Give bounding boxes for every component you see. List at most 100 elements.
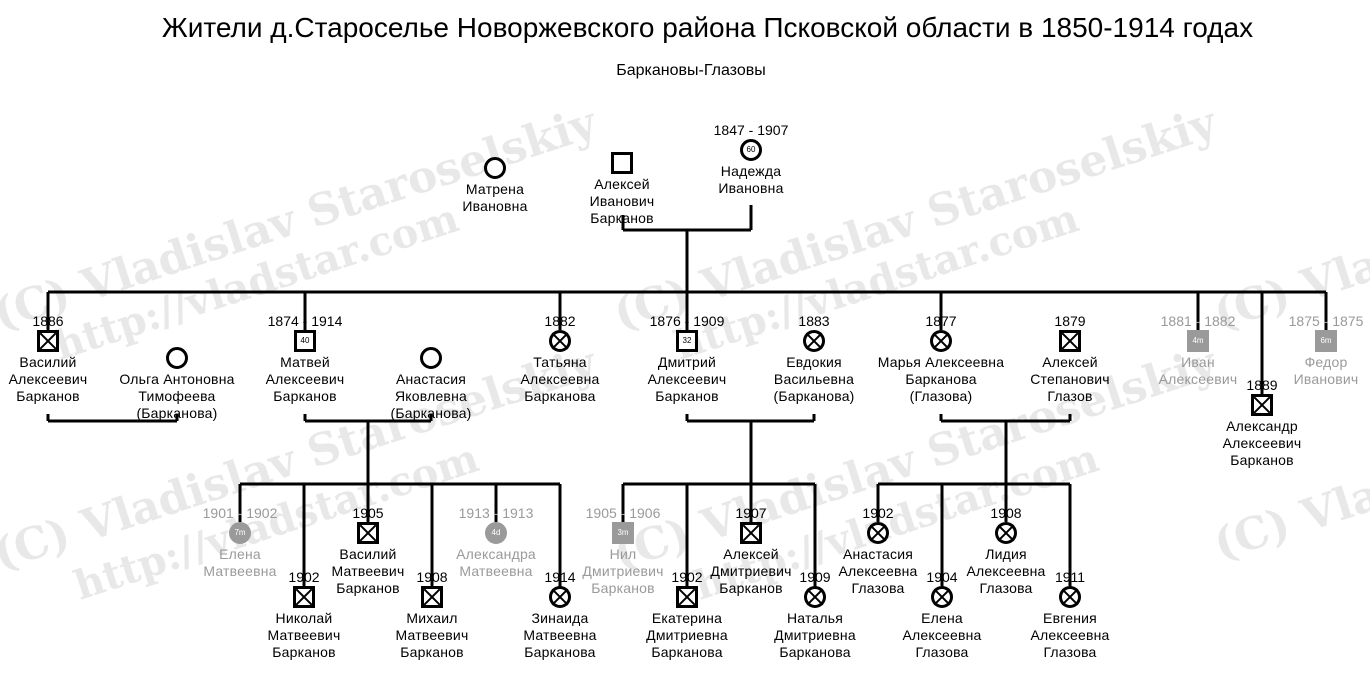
person-name: Марья Алексеевна Барканова (Глазова)	[877, 354, 1005, 404]
person-name: Наталья Дмитриевна Барканова	[774, 610, 856, 660]
person-name: Лидия Алексеевна Глазова	[966, 546, 1046, 596]
male-square-icon	[740, 522, 762, 544]
female-circle-icon	[867, 522, 889, 544]
person-years: 1889	[1246, 377, 1278, 393]
person-years: 1905 - 1906	[585, 505, 661, 521]
person-name: Матрена Ивановна	[462, 181, 528, 214]
person-name: Федор Иванович	[1293, 354, 1359, 387]
person-years: 1904	[926, 569, 958, 585]
female-circle-icon: 7m	[229, 522, 251, 544]
person-name: Зинаида Матвеевна Барканова	[523, 610, 597, 660]
person-name: Василий Матвеевич Барканов	[331, 546, 405, 596]
male-square-icon: 32	[676, 330, 698, 352]
person-years: 1908	[416, 569, 448, 585]
female-circle-icon: 4d	[485, 522, 507, 544]
age-at-death: 4m	[1192, 336, 1204, 345]
person-name: Нил Дмитриевич Барканов	[582, 546, 664, 596]
person-name: Алексей Дмитриевич Барканов	[710, 546, 792, 596]
male-square-icon	[1251, 394, 1273, 416]
person-name: Александра Матвеевна	[456, 546, 536, 579]
male-square-icon	[421, 586, 443, 608]
female-circle-icon	[1059, 586, 1081, 608]
male-square-icon	[1059, 330, 1081, 352]
male-square-icon	[611, 152, 633, 174]
age-at-death: 40	[300, 336, 310, 345]
person-aleksei: Алексей Иванович Барканов	[542, 135, 702, 227]
person-name: Алексей Степанович Глазов	[1030, 354, 1110, 404]
person-years: 1901 - 1902	[202, 505, 278, 521]
person-years: 1882	[544, 313, 576, 329]
age-at-death: 6m	[1320, 336, 1332, 345]
female-circle-icon	[804, 586, 826, 608]
person-name: Евдокия Васильевна (Барканова)	[773, 354, 855, 404]
person-years: 1886	[32, 313, 64, 329]
person-name: Михаил Матвеевич Барканов	[395, 610, 469, 660]
person-name: Матвей Алексеевич Барканов	[265, 354, 345, 404]
female-circle-icon	[803, 330, 825, 352]
person-name: Дмитрий Алексеевич Барканов	[647, 354, 727, 404]
person-name: Александр Алексеевич Барканов	[1222, 418, 1302, 468]
female-circle-icon	[484, 157, 506, 179]
person-years: 1879	[1054, 313, 1086, 329]
person-years: 1905	[352, 505, 384, 521]
person-name: Ольга Антоновна Тимофеева (Барканова)	[119, 371, 235, 421]
male-square-icon	[357, 522, 379, 544]
person-matrena: Матрена Ивановна	[415, 140, 575, 215]
age-at-death: 60	[746, 145, 756, 154]
person-name: Иван Алексеевич	[1158, 354, 1238, 387]
person-years: 1883	[798, 313, 830, 329]
age-at-death: 4d	[491, 528, 501, 537]
person-years: 1914	[544, 569, 576, 585]
male-square-icon: 6m	[1315, 330, 1337, 352]
person-years: 1902	[288, 569, 320, 585]
person-years: 1847 - 1907	[713, 122, 789, 138]
person-name: Екатерина Дмитриевна Барканова	[646, 610, 728, 660]
male-square-icon: 3m	[612, 522, 634, 544]
person-name: Анастасия Яковлевна (Барканова)	[390, 371, 472, 421]
person-name: Василий Алексеевич Барканов	[8, 354, 88, 404]
age-at-death: 3m	[617, 528, 629, 537]
age-at-death: 7m	[234, 528, 246, 537]
person-years: 1881 - 1882	[1160, 313, 1236, 329]
male-square-icon: 4m	[1187, 330, 1209, 352]
person-name: Татьяна Алексеевна Барканова	[520, 354, 600, 404]
person-years: 1874 - 1914	[267, 313, 343, 329]
female-circle-icon	[420, 347, 442, 369]
female-circle-icon	[549, 586, 571, 608]
female-circle-icon	[931, 586, 953, 608]
male-square-icon	[37, 330, 59, 352]
person-years: 1877	[925, 313, 957, 329]
person-anastasia_y: Анастасия Яковлевна (Барканова)	[351, 330, 511, 422]
female-circle-icon	[930, 330, 952, 352]
person-name: Николай Матвеевич Барканов	[267, 610, 341, 660]
age-at-death: 32	[682, 336, 692, 345]
person-name: Надежда Ивановна	[718, 163, 784, 196]
person-years: 1875 - 1875	[1288, 313, 1364, 329]
person-years: 1907	[735, 505, 767, 521]
person-years: 1876 - 1909	[649, 313, 725, 329]
female-circle-icon	[995, 522, 1017, 544]
chart-title: Жители д.Староселье Новоржевского района…	[161, 12, 1254, 43]
person-years: 1913 - 1913	[458, 505, 534, 521]
